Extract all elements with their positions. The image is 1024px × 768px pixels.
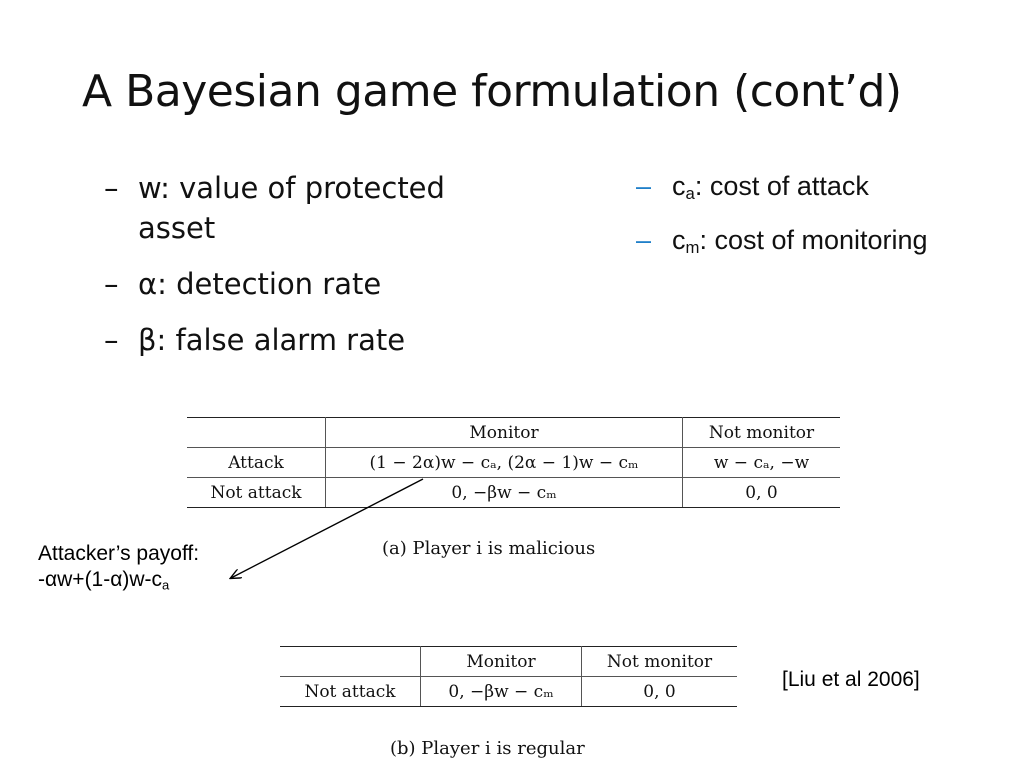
table-row: Not attack 0, −βw − cₘ 0, 0 <box>280 676 737 707</box>
row-label: Not attack <box>187 477 326 508</box>
bullet-text: : cost of monitoring <box>699 225 928 255</box>
bullet-dash: – <box>104 267 119 301</box>
symbol-base: c <box>672 225 686 255</box>
payoff-table-regular: Monitor Not monitor Not attack 0, −βw − … <box>280 646 737 707</box>
bullet-alpha: –α: detection rate <box>104 264 524 304</box>
header-cell: Monitor <box>325 417 683 448</box>
bullet-text: β: false alarm rate <box>138 323 406 357</box>
citation: [Liu et al 2006] <box>782 668 920 691</box>
symbol-subscript: m <box>685 238 700 258</box>
left-bullet-list: –w: value of protected asset –α: detecti… <box>104 168 524 376</box>
table-header-row: Monitor Not monitor <box>280 646 737 677</box>
bullet-cm: –cm: cost of monitoring <box>636 222 928 258</box>
table-row: Not attack 0, −βw − cₘ 0, 0 <box>187 477 840 508</box>
bullet-text: α: detection rate <box>138 267 382 301</box>
symbol-subscript: a <box>685 184 695 204</box>
bullet-dash: – <box>104 171 119 205</box>
bullet-text: w: value of protected asset <box>138 171 445 245</box>
bullet-dash: – <box>636 171 652 201</box>
annotation-line: Attacker’s payoff: <box>38 542 200 565</box>
annotation-subscript: a <box>162 577 170 593</box>
table-cell: 0, −βw − cₘ <box>325 477 683 508</box>
table-cell: 0, 0 <box>581 676 737 707</box>
right-bullet-list: –ca: cost of attack –cm: cost of monitor… <box>636 168 928 276</box>
table-row: Attack (1 − 2α)w − cₐ, (2α − 1)w − cₘ w … <box>187 447 840 478</box>
bullet-dash: – <box>636 225 652 255</box>
arrow-line <box>231 478 424 578</box>
bullet-dash: – <box>104 323 119 357</box>
row-label: Attack <box>187 447 326 478</box>
header-cell <box>280 646 421 677</box>
header-cell <box>187 417 326 448</box>
bullet-beta: –β: false alarm rate <box>104 320 524 360</box>
slide-title: A Bayesian game formulation (cont’d) <box>82 66 902 117</box>
table-cell: 0, 0 <box>682 477 840 508</box>
table-cell: 0, −βw − cₘ <box>420 676 582 707</box>
table-header-row: Monitor Not monitor <box>187 417 840 448</box>
bullet-w: –w: value of protected asset <box>104 168 524 248</box>
table-caption-regular: (b) Player i is regular <box>390 738 585 759</box>
header-cell: Not monitor <box>581 646 737 677</box>
table-caption-malicious: (a) Player i is malicious <box>382 538 596 559</box>
row-label: Not attack <box>280 676 421 707</box>
symbol-base: c <box>672 171 686 201</box>
payoff-table-malicious: Monitor Not monitor Attack (1 − 2α)w − c… <box>187 417 840 508</box>
bullet-ca: –ca: cost of attack <box>636 168 928 204</box>
annotation-formula: -αw+(1-α)w-c <box>38 568 163 591</box>
bullet-text: : cost of attack <box>694 171 869 201</box>
table-cell: (1 − 2α)w − cₐ, (2α − 1)w − cₘ <box>325 447 683 478</box>
header-cell: Not monitor <box>682 417 840 448</box>
annotation-line: -αw+(1-α)w-ca <box>38 567 199 593</box>
table-cell: w − cₐ, −w <box>682 447 840 478</box>
attacker-payoff-annotation: Attacker’s payoff: -αw+(1-α)w-ca <box>38 541 199 593</box>
header-cell: Monitor <box>420 646 582 677</box>
